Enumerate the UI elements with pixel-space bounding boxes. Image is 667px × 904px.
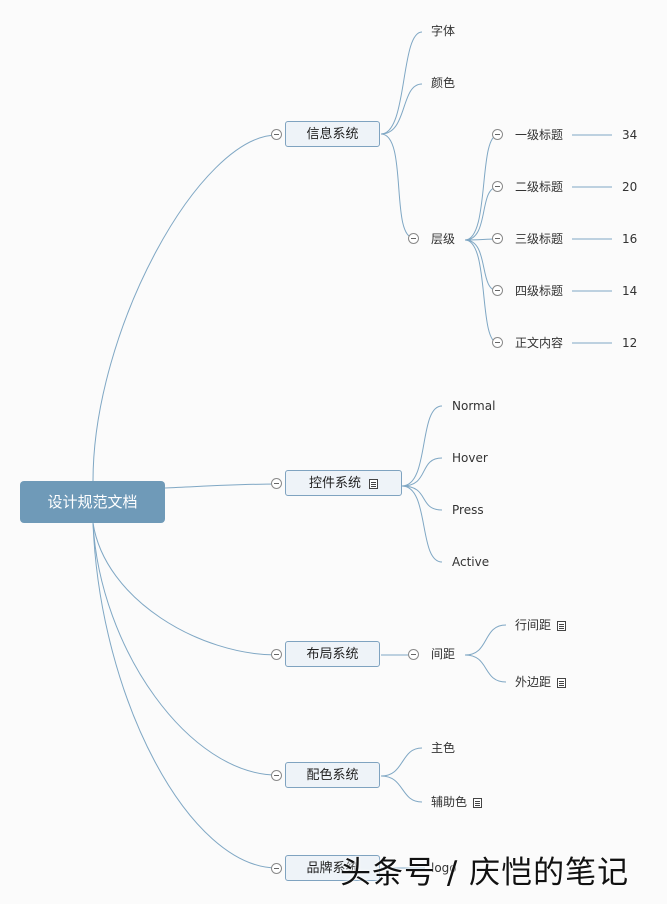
- edge-ctrl-normal: [401, 405, 443, 487]
- collapse-h4-icon[interactable]: [492, 285, 503, 296]
- edge-root-layout: [92, 522, 278, 656]
- node-colors-system[interactable]: 配色系统: [285, 762, 380, 788]
- collapse-h2-icon[interactable]: [492, 181, 503, 192]
- edge-info-level: [380, 133, 415, 239]
- edge-color-main: [380, 747, 423, 777]
- node-secondary-color[interactable]: 辅助色: [431, 794, 483, 810]
- collapse-h3-icon[interactable]: [492, 233, 503, 244]
- collapse-colors-icon[interactable]: [271, 770, 282, 781]
- collapse-info-icon[interactable]: [271, 129, 282, 140]
- collapse-h1-icon[interactable]: [492, 129, 503, 140]
- collapse-brand-icon[interactable]: [271, 863, 282, 874]
- node-info-system[interactable]: 信息系统: [285, 121, 380, 147]
- collapse-body-icon[interactable]: [492, 337, 503, 348]
- node-hierarchy[interactable]: 层级: [431, 232, 456, 246]
- edge-root-colors: [92, 522, 278, 776]
- edge-ctrl-hover: [401, 457, 443, 487]
- edge-layout-margin: [464, 654, 507, 683]
- collapse-level-icon[interactable]: [408, 233, 419, 244]
- node-color[interactable]: 颜色: [431, 76, 456, 90]
- node-h2[interactable]: 二级标题: [515, 180, 564, 194]
- node-margin[interactable]: 外边距: [515, 674, 567, 690]
- node-spacing[interactable]: 间距: [431, 647, 456, 661]
- node-secondary-color-label: 辅助色: [431, 795, 468, 809]
- node-h4[interactable]: 四级标题: [515, 284, 564, 298]
- node-font[interactable]: 字体: [431, 24, 456, 38]
- edge-root-controls: [164, 483, 278, 489]
- collapse-controls-icon[interactable]: [271, 478, 282, 489]
- collapse-layout-icon[interactable]: [271, 649, 282, 660]
- root-node[interactable]: 设计规范文档: [20, 481, 165, 523]
- edge-info-font: [380, 31, 423, 135]
- node-state-normal[interactable]: Normal: [452, 399, 496, 413]
- edge-level-4: [464, 239, 499, 292]
- node-brand-system-label: 品牌系统: [306, 861, 359, 876]
- edge-ctrl-press: [401, 485, 443, 511]
- node-logo[interactable]: logo: [431, 861, 457, 875]
- edge-root-info: [92, 134, 278, 482]
- node-colors-system-label: 配色系统: [306, 768, 359, 783]
- node-margin-label: 外边距: [515, 675, 552, 689]
- node-line-spacing-label: 行间距: [515, 618, 552, 632]
- node-state-press[interactable]: Press: [452, 503, 484, 517]
- edge-ctrl-active: [401, 485, 443, 563]
- value-h4: 14: [622, 284, 638, 298]
- node-brand-system[interactable]: 品牌系统: [285, 855, 380, 881]
- node-line-spacing[interactable]: 行间距: [515, 617, 567, 633]
- edge-level-2: [464, 186, 499, 241]
- edge-layout-line: [464, 624, 507, 656]
- value-h2: 20: [622, 180, 638, 194]
- node-primary-color[interactable]: 主色: [431, 741, 456, 755]
- value-h3: 16: [622, 232, 638, 246]
- node-h3[interactable]: 三级标题: [515, 232, 564, 246]
- edge-level-1: [464, 134, 499, 241]
- value-h1: 34: [622, 128, 638, 142]
- node-layout-system[interactable]: 布局系统: [285, 641, 380, 667]
- note-icon[interactable]: [473, 797, 483, 808]
- edge-root-brand: [92, 522, 278, 869]
- node-controls-system-label: 控件系统: [308, 476, 361, 491]
- node-state-active[interactable]: Active: [452, 555, 490, 569]
- node-h1[interactable]: 一级标题: [515, 128, 564, 142]
- node-info-system-label: 信息系统: [306, 127, 359, 142]
- note-icon[interactable]: [557, 677, 567, 688]
- note-icon[interactable]: [557, 620, 567, 631]
- collapse-spacing-icon[interactable]: [408, 649, 419, 660]
- node-state-hover[interactable]: Hover: [452, 451, 488, 465]
- node-body[interactable]: 正文内容: [515, 336, 564, 350]
- node-layout-system-label: 布局系统: [306, 647, 359, 662]
- value-body: 12: [622, 336, 638, 350]
- note-icon[interactable]: [369, 478, 378, 489]
- node-controls-system[interactable]: 控件系统: [285, 470, 402, 496]
- edge-info-color: [380, 83, 423, 135]
- edge-color-sub: [380, 775, 423, 803]
- watermark-text: 头条号 / 庆恺的笔记: [340, 855, 630, 891]
